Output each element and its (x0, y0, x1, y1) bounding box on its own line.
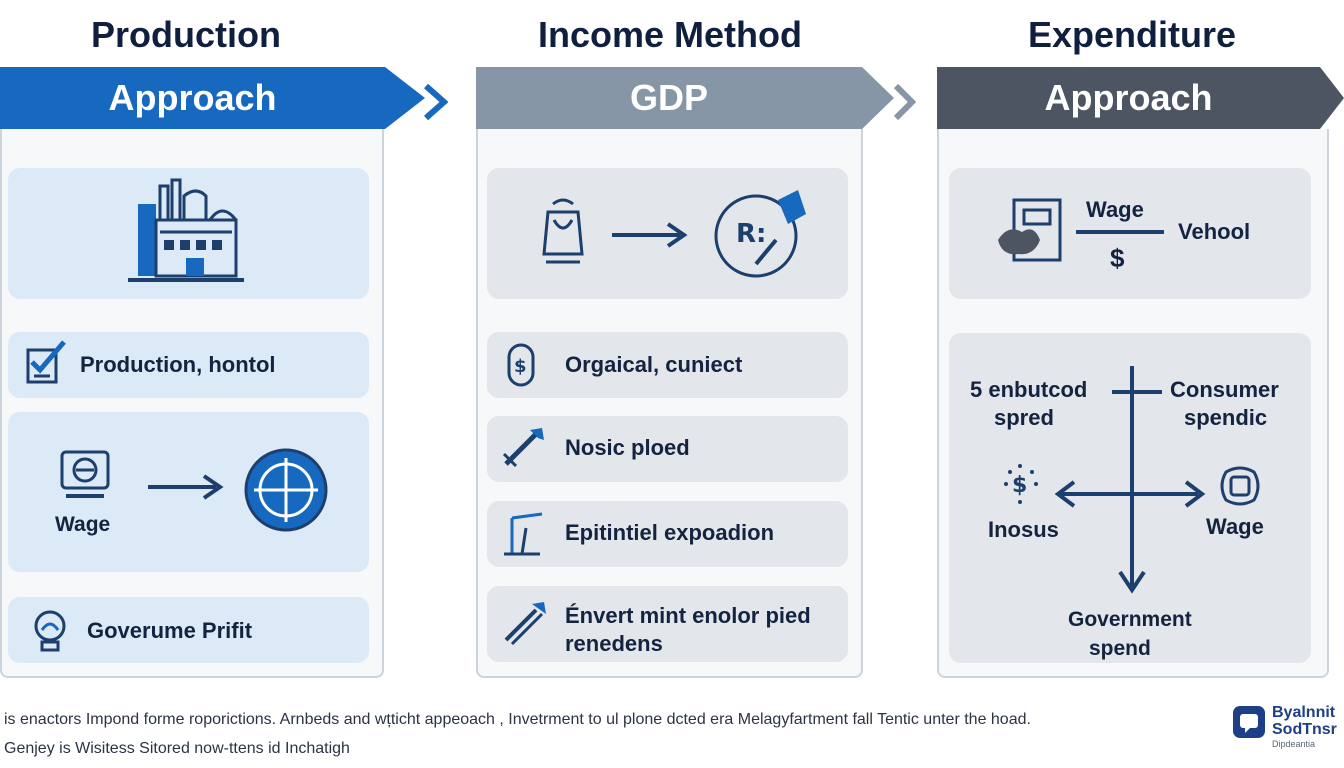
expenditure-banner: Approach (937, 67, 1320, 129)
wage-label: Wage (55, 513, 111, 536)
svg-text:$: $ (514, 356, 527, 377)
production-banner-label: Approach (108, 77, 277, 118)
target-icon (242, 446, 330, 534)
monitor-icon (56, 448, 114, 504)
document-icon (994, 196, 1066, 266)
tools-icon (500, 600, 548, 646)
factory-icon (126, 176, 246, 286)
quad-bottom-2: spend (1089, 637, 1151, 660)
brand-logo-icon (1233, 706, 1265, 738)
income-banner-arrowhead (862, 67, 894, 129)
dollar-icon: $ (998, 460, 1044, 506)
box-icon (1218, 464, 1262, 508)
lantern-icon (538, 196, 588, 268)
footer-line-2: Genjey is Wisitess Sitored now-ttens id … (4, 740, 350, 757)
income-banner-label: GDP (629, 77, 708, 118)
checklist-icon (24, 338, 68, 386)
dollar-coin-icon: $ (506, 342, 536, 388)
quad-bottom-1: Government (1068, 608, 1192, 631)
income-row-3-label: Epitintiel expoadion (565, 520, 775, 545)
fraction-bottom-label: $ (1110, 243, 1125, 273)
top-card-side-label: Vehool (1178, 219, 1251, 244)
chevron-right-icon (422, 83, 449, 121)
income-row-4 (487, 586, 848, 662)
brand-name-1: Byalnnit (1272, 704, 1336, 721)
quad-top-right-1: Consumer (1170, 377, 1279, 402)
svg-text:$: $ (1012, 473, 1027, 498)
income-method-title: Income Method (537, 14, 802, 55)
expenditure-banner-arrowhead (1320, 67, 1344, 129)
production-row-card (8, 332, 369, 398)
income-row-4-label-1: Énvert mint enolor pied (565, 603, 811, 628)
production-title: Production (91, 14, 281, 55)
government-profit-label: Goverume Prifit (87, 618, 253, 643)
expenditure-banner-label: Approach (1044, 77, 1213, 118)
fraction-top-label: Wage (1086, 197, 1144, 222)
income-row-1-label: Orgaical, cuniect (565, 352, 743, 377)
income-row-3 (487, 501, 848, 567)
income-banner: GDP (476, 67, 862, 129)
income-row-4-label-2: renedens (565, 631, 663, 656)
brand-name-2: SodTnsr (1272, 721, 1337, 738)
quad-right-label: Wage (1206, 514, 1264, 539)
quad-top-left-1: 5 enbutcod (970, 377, 1088, 402)
income-row-1 (487, 332, 848, 398)
fraction-line (1076, 230, 1164, 234)
production-banner: Approach (0, 67, 385, 129)
svg-text:R:: R: (736, 219, 766, 249)
arrow-right-icon (610, 220, 690, 250)
crane-icon (500, 508, 546, 558)
wallet-icon: R: (708, 184, 808, 282)
government-profit-card (8, 597, 369, 663)
quad-top-right-2: spendic (1184, 405, 1268, 430)
wrench-icon (500, 424, 548, 470)
income-row-2-label: Nosic ploed (565, 435, 690, 460)
chevron-right-icon (892, 83, 917, 121)
production-row-label: Production, hontol (80, 352, 276, 377)
quad-top-left-2: spred (994, 405, 1054, 430)
expenditure-title: Expenditure (1027, 14, 1237, 55)
axis-diagram (1052, 364, 1208, 600)
income-row-2 (487, 416, 848, 482)
arrow-right-icon (146, 472, 226, 502)
brand-name-3: Dipdeantia (1272, 739, 1316, 749)
production-banner-arrowhead (385, 67, 425, 129)
bulb-icon (30, 608, 70, 654)
quad-left-label: Inosus (988, 517, 1059, 542)
footer-line-1: is enactors Impond forme roporictions. A… (4, 711, 1031, 728)
